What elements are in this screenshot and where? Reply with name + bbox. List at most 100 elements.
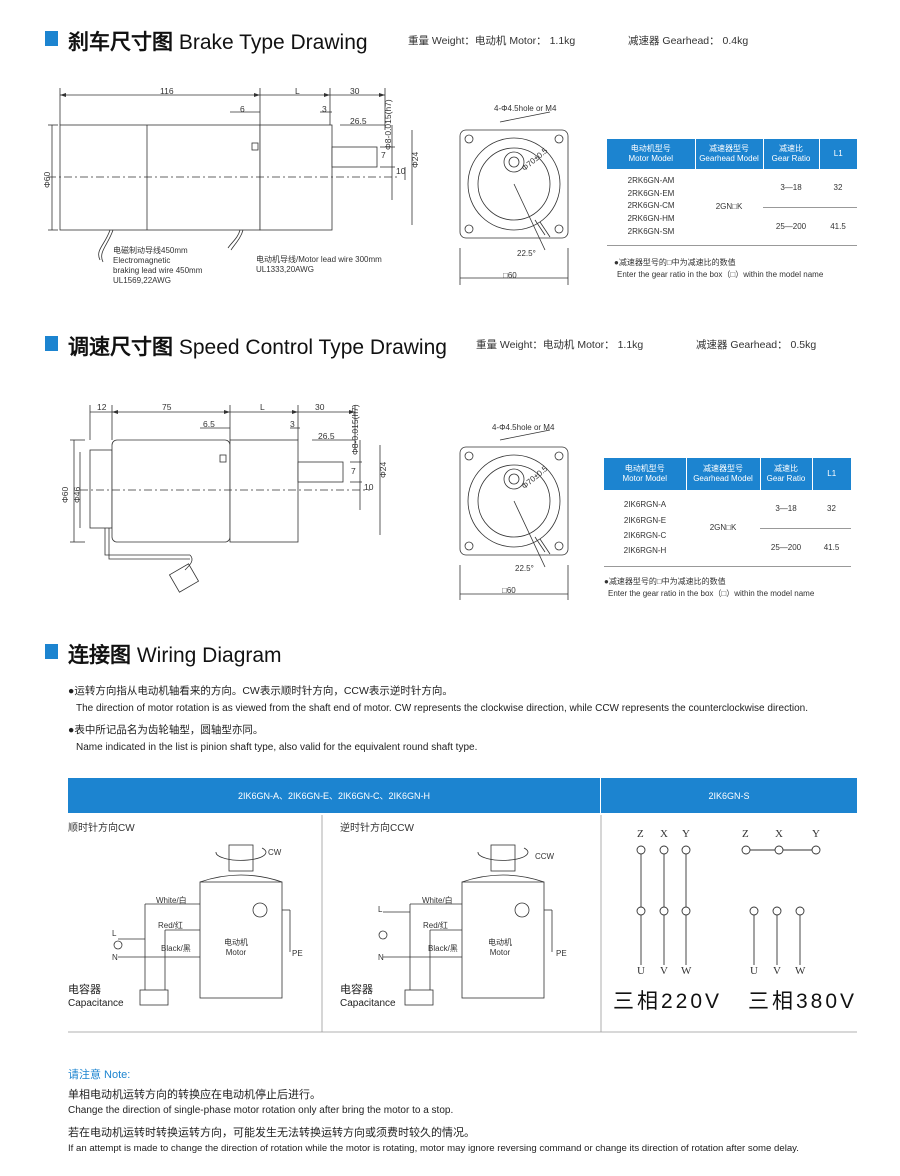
cw-white: White/白: [156, 896, 187, 905]
front-hole-label: 4-Φ4.5hole or M4: [494, 104, 557, 113]
tp-y: Y: [682, 828, 690, 840]
cw-wiring-diagram: [113, 844, 291, 1006]
dim-116: 116: [160, 86, 174, 96]
dim-10: 10: [396, 166, 406, 176]
table-note-en: Enter the gear ratio in the box（□）within…: [608, 589, 815, 598]
wiring-line-2: The direction of motor rotation is as vi…: [76, 703, 808, 714]
ccw-red: Red/红: [423, 921, 448, 930]
table-note-cn: ●减速器型号的□中为减速比的数值: [604, 577, 726, 586]
speed-side-view: [70, 405, 569, 600]
cw-title: 顺时针方向CW: [68, 823, 135, 834]
tp-u2: U: [750, 965, 758, 977]
cw-black: Black/黑: [161, 944, 191, 953]
dim-10: 10: [364, 482, 374, 492]
note-line-4: If an attempt is made to change the dire…: [68, 1143, 799, 1154]
cw-n: N: [112, 953, 118, 962]
section-marker: [45, 644, 58, 659]
tp-w: W: [681, 965, 692, 977]
note-line-2: Change the direction of single-phase mot…: [68, 1105, 454, 1116]
section-title-wiring: 连接图 Wiring Diagram: [68, 644, 282, 667]
ccw-wiring-diagram: [378, 844, 553, 1006]
ratio-cell: 25—200: [760, 528, 812, 567]
ccw-title: 逆时针方向CCW: [340, 823, 414, 834]
label-380v: 三相380V: [748, 990, 858, 1013]
tp-x2: X: [775, 828, 783, 840]
cw-l: L: [112, 929, 117, 938]
ratio-cell: 3—18: [763, 169, 819, 208]
front-angle-label: 22.5°: [517, 249, 536, 258]
weight-gearhead: 减速器 Gearhead： 0.5kg: [696, 339, 817, 351]
dim-26-5: 26.5: [318, 431, 335, 441]
dim-12: 12: [97, 402, 107, 412]
wiring-header-right: 2IK6GN-S: [601, 778, 857, 813]
cw-red: Red/红: [158, 921, 183, 930]
brake-gearhead-cell: 2GN□K: [695, 169, 763, 246]
ccw-white: White/白: [422, 896, 453, 905]
dim-75: 75: [162, 402, 172, 412]
l1-cell: 41.5: [819, 207, 857, 246]
table-note-cn: ●减速器型号的□中为减速比的数值: [614, 258, 736, 267]
dim-L: L: [260, 402, 265, 412]
l1-cell: 32: [819, 169, 857, 208]
weight-motor: 重量 Weight：电动机 Motor： 1.1kg: [408, 35, 576, 47]
wiring-frame: [68, 815, 857, 1033]
ccw-l: L: [378, 905, 383, 914]
ccw-pe: PE: [556, 949, 567, 958]
speed-gearhead-cell: 2GN□K: [686, 490, 760, 567]
dim-7: 7: [351, 466, 356, 476]
tp-v: V: [660, 965, 668, 977]
dim-30: 30: [315, 402, 325, 412]
section-title-speed: 调速尺寸图 Speed Control Type Drawing: [68, 336, 447, 359]
dim-3: 3: [322, 104, 327, 114]
wiring-header-left: 2IK6GN-A、2IK6GN-E、2IK6GN-C、2IK6GN-H: [68, 778, 600, 813]
cw-dir: CW: [268, 848, 282, 857]
dim-30: 30: [350, 86, 360, 96]
front-angle-label: 22.5°: [515, 564, 534, 573]
note-line-1: 单相电动机运转方向的转换应在电动机停止后进行。: [68, 1089, 321, 1101]
brake-side-view: [48, 88, 569, 285]
front-square-label: □60: [502, 586, 516, 595]
front-square-label: □60: [503, 271, 517, 280]
dim-7: 7: [381, 150, 386, 160]
note-title: 请注意 Note:: [68, 1069, 131, 1081]
weight-gearhead: 减速器 Gearhead： 0.4kg: [628, 35, 749, 47]
ccw-black: Black/黑: [428, 944, 458, 953]
tp-y2: Y: [812, 828, 820, 840]
cw-pe: PE: [292, 949, 303, 958]
dim-26-5: 26.5: [350, 116, 367, 126]
l1-cell: 41.5: [812, 528, 851, 567]
tp-v2: V: [773, 965, 781, 977]
ratio-cell: 25—200: [763, 207, 819, 246]
dim-L: L: [295, 86, 300, 96]
tp-w2: W: [795, 965, 806, 977]
section-marker: [45, 31, 58, 46]
l1-cell: 32: [812, 490, 851, 529]
section-title-brake: 刹车尺寸图 Brake Type Drawing: [68, 31, 368, 54]
dim-6-5: 6.5: [203, 419, 215, 429]
ccw-dir: CCW: [535, 852, 555, 861]
tp-z2: Z: [742, 828, 749, 840]
ratio-cell: 3—18: [760, 490, 812, 529]
tp-u: U: [637, 965, 645, 977]
label-220v: 三相220V: [613, 990, 723, 1013]
tp-z: Z: [637, 828, 644, 840]
note-line-3: 若在电动机运转时转换运转方向，可能发生无法转换运转方向或须费时较久的情况。: [68, 1127, 475, 1139]
wiring-line-3: ●表中所记品名为齿轮轴型，圆轴型亦同。: [68, 724, 264, 736]
table-note-en: Enter the gear ratio in the box（□）within…: [617, 270, 824, 279]
dim-6: 6: [240, 104, 245, 114]
ccw-n: N: [378, 953, 384, 962]
wiring-line-4: Name indicated in the list is pinion sha…: [76, 742, 478, 753]
weight-motor: 重量 Weight：电动机 Motor： 1.1kg: [476, 339, 644, 351]
three-phase-diagram: [636, 845, 821, 965]
section-marker: [45, 336, 58, 351]
